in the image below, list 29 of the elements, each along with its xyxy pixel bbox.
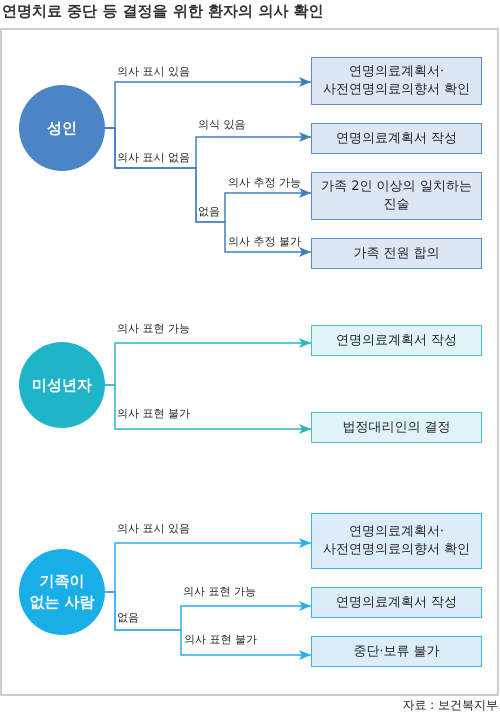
result-box: 가족 2인 이상의 일치하는 진술: [311, 172, 482, 220]
result-box: 연명의료계획서· 사전연명의료의향서 확인: [311, 57, 482, 105]
edge-label: 의사 표현 불가: [117, 407, 190, 420]
branch-label: 없음: [198, 205, 220, 218]
edge-label: 의사 표현 가능: [117, 322, 190, 335]
result-box: 연명의료계획서 작성: [311, 123, 482, 154]
arrow: [105, 127, 311, 257]
category-circle: 성인: [19, 85, 105, 171]
result-box: 연명의료계획서· 사전연명의료의향서 확인: [311, 513, 482, 569]
edge-label: 의사 표현 불가: [184, 633, 257, 646]
arrow: [105, 384, 311, 434]
result-box: 가족 전원 합의: [311, 238, 482, 269]
branch-label: 없음: [117, 611, 139, 624]
edge-label: 의사 표현 가능: [183, 585, 256, 598]
edge-label: 의사 추정 가능: [228, 176, 301, 189]
result-box: 연명의료계획서 작성: [311, 325, 482, 356]
result-box: 중단·보류 불가: [311, 636, 482, 667]
category-circle: 미성년자: [19, 342, 105, 428]
edge-label: 의사 표시 있음: [117, 522, 190, 535]
branch-label: 의사 표시 없음: [117, 151, 190, 164]
category-circle: 기족이 없는 사람: [19, 549, 105, 635]
source-note: 자료 : 보건복지부: [402, 697, 498, 714]
arrow: [105, 591, 311, 660]
title: 연명치료 중단 등 결정을 위한 환자의 의사 확인: [2, 2, 324, 21]
result-box: 연명의료계획서 작성: [311, 587, 482, 618]
result-box: 법정대리인의 결정: [311, 412, 482, 443]
edge-label: 의사 표시 있음: [117, 65, 190, 78]
edge-label: 의식 있음: [198, 118, 246, 131]
edge-label: 의사 추정 불가: [228, 235, 301, 248]
